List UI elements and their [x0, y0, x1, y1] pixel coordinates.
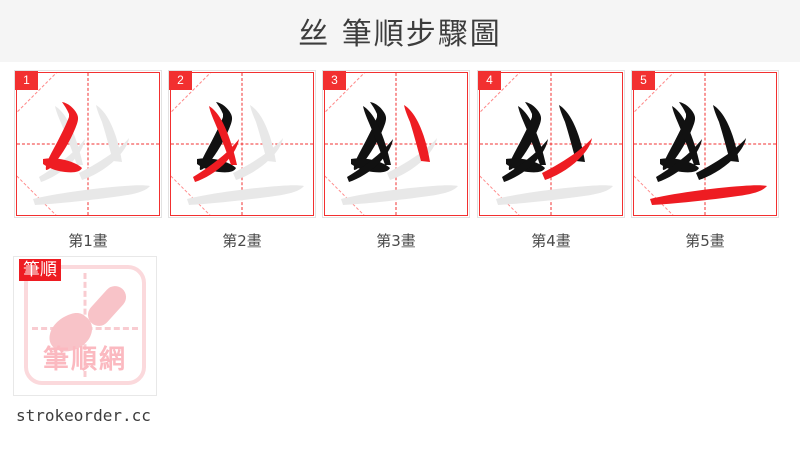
- stroke-grid-inner: [16, 72, 160, 216]
- vertical-guide-line: [550, 73, 552, 215]
- logo-text: 筆順網: [42, 345, 127, 375]
- page-header: 丝 筆順步驟圖: [0, 0, 800, 62]
- stroke-step-4[interactable]: 4 第4畫: [477, 70, 629, 251]
- step-number-badge: 2: [169, 71, 192, 90]
- stroke-grid-inner: [324, 72, 468, 216]
- stroke-grid: 1: [14, 70, 162, 218]
- step-number-badge: 4: [478, 71, 501, 90]
- logo-badge: 筆順: [19, 259, 61, 281]
- vertical-guide-line: [241, 73, 243, 215]
- vertical-guide-line: [395, 73, 397, 215]
- stroke-grid: 5: [631, 70, 779, 218]
- character-strokes: [341, 102, 458, 205]
- page-title: 丝 筆順步驟圖: [298, 17, 502, 52]
- step-caption: 第2畫: [222, 232, 262, 250]
- step-number-badge: 5: [632, 71, 655, 90]
- logo-frame: 筆順網: [24, 265, 146, 385]
- step-caption: 第4畫: [531, 232, 571, 250]
- step-number-badge: 3: [323, 71, 346, 90]
- vertical-guide-line: [704, 73, 706, 215]
- site-logo[interactable]: 筆順網 筆順: [13, 256, 157, 396]
- stroke-grid: 2: [168, 70, 316, 218]
- site-url: strokeorder.cc: [16, 406, 151, 425]
- character-strokes: [33, 102, 150, 205]
- stroke-step-5[interactable]: 5 第5畫: [631, 70, 783, 251]
- character-strokes: [187, 102, 304, 205]
- step-number-badge: 1: [15, 71, 38, 90]
- stroke-grid: 3: [322, 70, 470, 218]
- step-caption: 第1畫: [68, 232, 108, 250]
- character-strokes: [496, 102, 613, 205]
- brush-icon: [49, 286, 127, 352]
- step-caption: 第3畫: [376, 232, 416, 250]
- stroke-grid: 4: [477, 70, 625, 218]
- stroke-step-3[interactable]: 3 第3畫: [322, 70, 474, 251]
- stroke-steps-strip: 1 第1畫: [0, 70, 800, 250]
- stroke-grid-inner: [479, 72, 623, 216]
- character-strokes: [650, 102, 767, 205]
- stroke-grid-inner: [170, 72, 314, 216]
- stroke-step-2[interactable]: 2 第2畫: [168, 70, 320, 251]
- step-caption: 第5畫: [685, 232, 725, 250]
- vertical-guide-line: [87, 73, 89, 215]
- stroke-step-1[interactable]: 1 第1畫: [14, 70, 166, 251]
- stroke-grid-inner: [633, 72, 777, 216]
